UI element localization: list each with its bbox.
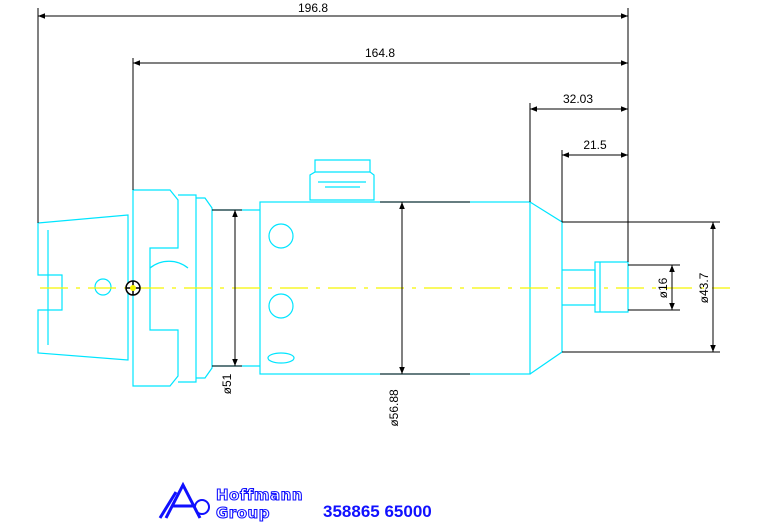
dim-nose-diameter: ø43.7 xyxy=(697,272,711,303)
dimension-body-diameter: ø56.88 xyxy=(380,201,470,427)
dimension-tip-diameter: ø16 xyxy=(628,264,680,311)
dim-tip-length: 21.5 xyxy=(583,138,607,152)
dim-body-diameter: ø56.88 xyxy=(387,389,401,427)
dimension-body: 164.8 xyxy=(132,46,628,190)
body-slot xyxy=(267,352,295,364)
logo-line1: Hoffmann xyxy=(216,486,303,504)
tool-outline xyxy=(37,159,629,387)
body-hole-2 xyxy=(268,293,294,319)
connector-lines xyxy=(315,171,370,188)
dim-nose-length: 32.03 xyxy=(563,92,593,106)
shank-outline xyxy=(37,214,129,361)
body-hole-1 xyxy=(268,223,294,249)
dimension-overall: 196.8 xyxy=(37,1,629,262)
dim-tip-diameter: ø16 xyxy=(656,277,670,298)
tip-outline xyxy=(594,261,629,313)
dim-overall-length: 196.8 xyxy=(298,1,328,15)
part-number: 358865 65000 xyxy=(323,502,432,521)
logo-mark-icon xyxy=(158,481,202,519)
dimension-nose-diameter: ø43.7 xyxy=(562,221,720,353)
connector-outline xyxy=(309,159,375,201)
dim-body-length: 164.8 xyxy=(365,46,395,60)
dimension-flange-diameter: ø51 xyxy=(212,209,242,394)
nose-outline xyxy=(529,201,563,375)
logo-line2: Group xyxy=(216,504,270,522)
dimension-nose: 32.03 xyxy=(529,92,628,202)
flange-arc xyxy=(149,260,189,269)
center-point-marker xyxy=(125,280,141,296)
dim-flange-diameter: ø51 xyxy=(220,373,234,394)
hoffmann-logo: Hoffmann Group xyxy=(158,481,303,523)
flange-outline xyxy=(132,189,179,387)
shank-hole xyxy=(94,278,112,296)
dimension-tip: 21.5 xyxy=(561,138,628,222)
